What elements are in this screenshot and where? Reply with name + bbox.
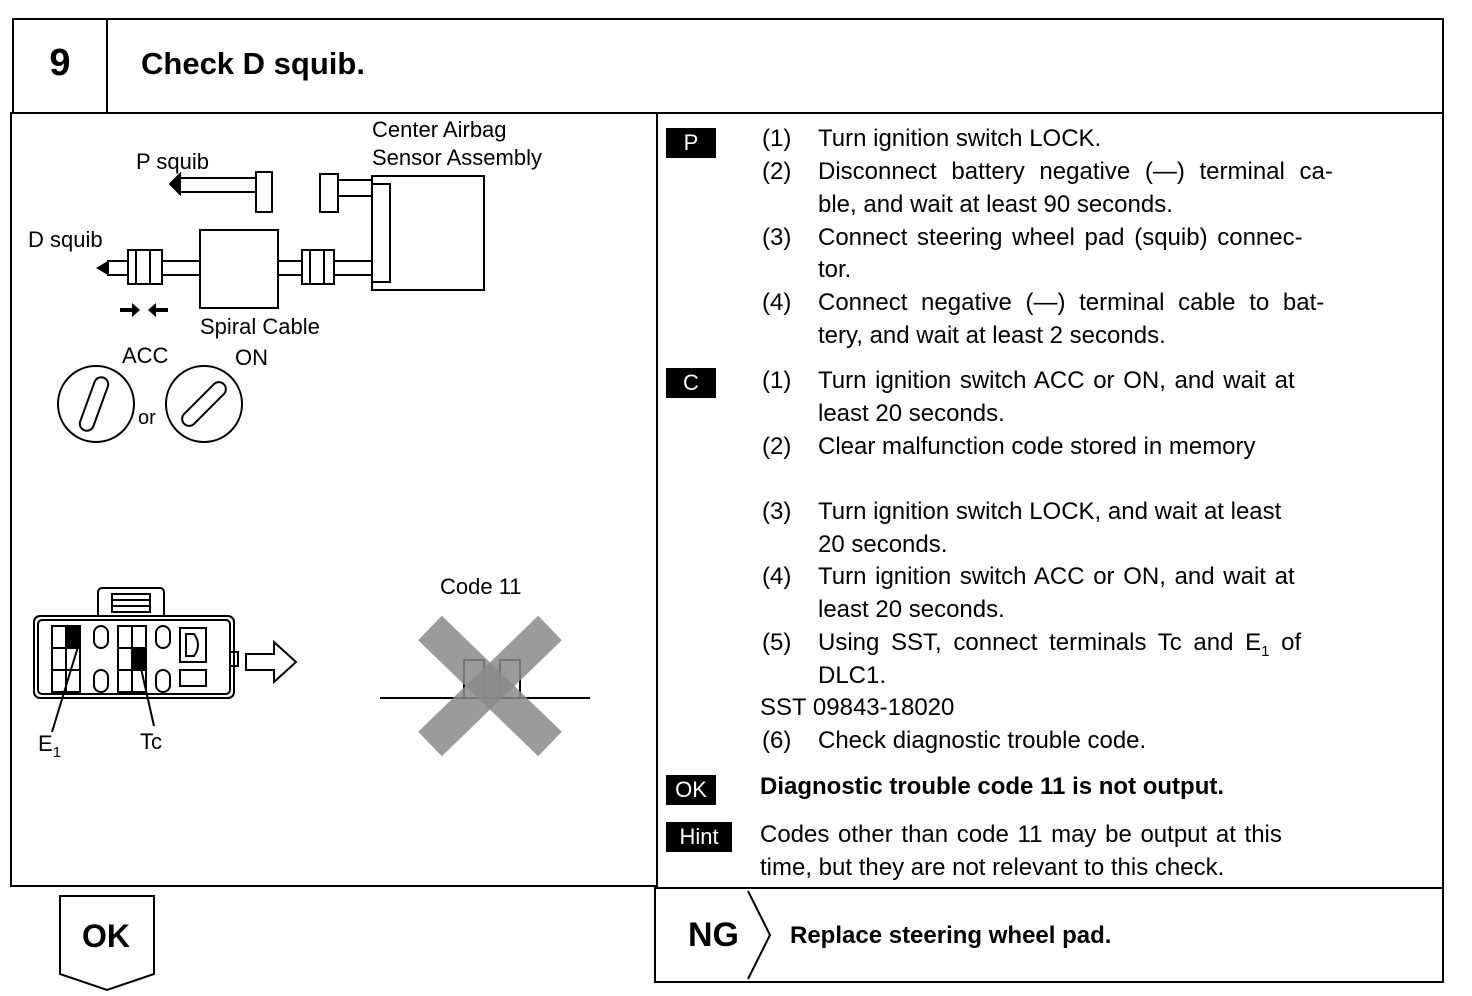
step-title: Check D squib. (141, 46, 365, 81)
label-center-sensor-2: Sensor Assembly (372, 145, 542, 170)
sst-number: SST 09843-18020 (760, 694, 955, 721)
p-step-3-line1: Connect steering wheel pad (squib) conne… (818, 224, 1303, 251)
c-step-5-after: of (1269, 629, 1302, 656)
p-step-3-line2: tor. (818, 256, 852, 283)
hint-line2: time, but they are not relevant to this … (760, 854, 1225, 881)
center-sensor-connector (319, 173, 485, 291)
ng-label: NG (688, 916, 739, 954)
label-p-squib: P squib (136, 149, 209, 174)
label-code-11: Code 11 (440, 574, 522, 599)
p-step-4-line2: tery, and wait at least 2 seconds. (818, 322, 1166, 349)
connect-arrows (120, 303, 168, 317)
label-e1-letter: E (38, 731, 53, 756)
p-step-2-line2: ble, and wait at least 90 seconds. (818, 191, 1173, 218)
header-divider (106, 18, 108, 114)
p-step-4-num: (4) (762, 289, 792, 316)
ng-box (654, 887, 1444, 983)
badge-ok: OK (666, 775, 716, 805)
label-tc: Tc (140, 729, 162, 754)
c-step-4-num: (4) (762, 563, 792, 590)
ok-label: OK (82, 918, 130, 954)
p-step-2-num: (2) (762, 158, 792, 185)
c-step-6-num: (6) (762, 727, 792, 754)
label-e1-sub: 1 (52, 744, 62, 761)
label-or: or (138, 407, 156, 429)
c-step-2-text: Clear malfunction code stored in memory (818, 433, 1256, 460)
hint-line1: Codes other than code 11 may be output a… (760, 821, 1282, 848)
p-step-3-num: (3) (762, 224, 792, 251)
label-center-sensor-1: Center Airbag (372, 117, 507, 142)
d-squib-and-spiral-cable (96, 229, 373, 309)
dlc1-connector (33, 587, 239, 733)
ng-action: Replace steering wheel pad. (790, 922, 1112, 949)
c-step-4-line2: least 20 seconds. (818, 596, 1005, 623)
ignition-switch-acc (57, 365, 135, 443)
c-step-1-line1: Turn ignition switch ACC or ON, and wait… (818, 367, 1295, 394)
p-step-4-line1: Connect negative (—) terminal cable to b… (818, 289, 1325, 316)
c-step-2-num: (2) (762, 433, 792, 460)
c-step-3-line1: Turn ignition switch LOCK, and wait at l… (818, 498, 1282, 525)
p-step-2-line1: Disconnect battery negative (—) terminal… (818, 158, 1333, 185)
c-step-3-num: (3) (762, 498, 792, 525)
ignition-switch-on (165, 365, 243, 443)
ok-arrow-box (59, 895, 155, 992)
hollow-arrow (245, 639, 298, 685)
c-step-1-line2: least 20 seconds. (818, 400, 1005, 427)
c-step-5-sub: 1 (1261, 643, 1270, 660)
label-d-squib: D squib (28, 227, 103, 252)
label-acc: ACC (122, 343, 169, 368)
c-step-5-num: (5) (762, 629, 792, 656)
c-step-5-line2: DLC1. (818, 662, 887, 689)
p-squib-connector (168, 171, 273, 213)
ok-criteria: Diagnostic trouble code 11 is not output… (760, 773, 1225, 800)
label-on: ON (235, 345, 268, 370)
code-11-waveform (380, 615, 590, 757)
p-step-1-num: (1) (762, 125, 792, 152)
label-e1: E1 (38, 731, 62, 762)
c-step-1-num: (1) (762, 367, 792, 394)
c-step-5-main: Using SST, connect terminals Tc and E (818, 629, 1262, 656)
badge-c: C (666, 368, 716, 398)
c-step-5-line1: Using SST, connect terminals Tc and E1 o… (818, 626, 1301, 662)
diagram-drawing (33, 171, 590, 757)
label-spiral-cable: Spiral Cable (200, 314, 320, 339)
c-step-6-text: Check diagnostic trouble code. (818, 727, 1147, 754)
badge-p: P (666, 128, 716, 158)
step-number: 9 (49, 42, 71, 84)
badge-hint: Hint (666, 822, 732, 852)
c-step-4-line1: Turn ignition switch ACC or ON, and wait… (818, 563, 1295, 590)
c-step-3-line2: 20 seconds. (818, 531, 948, 558)
p-step-1-text: Turn ignition switch LOCK. (818, 125, 1102, 152)
ng-chevron (747, 890, 772, 980)
